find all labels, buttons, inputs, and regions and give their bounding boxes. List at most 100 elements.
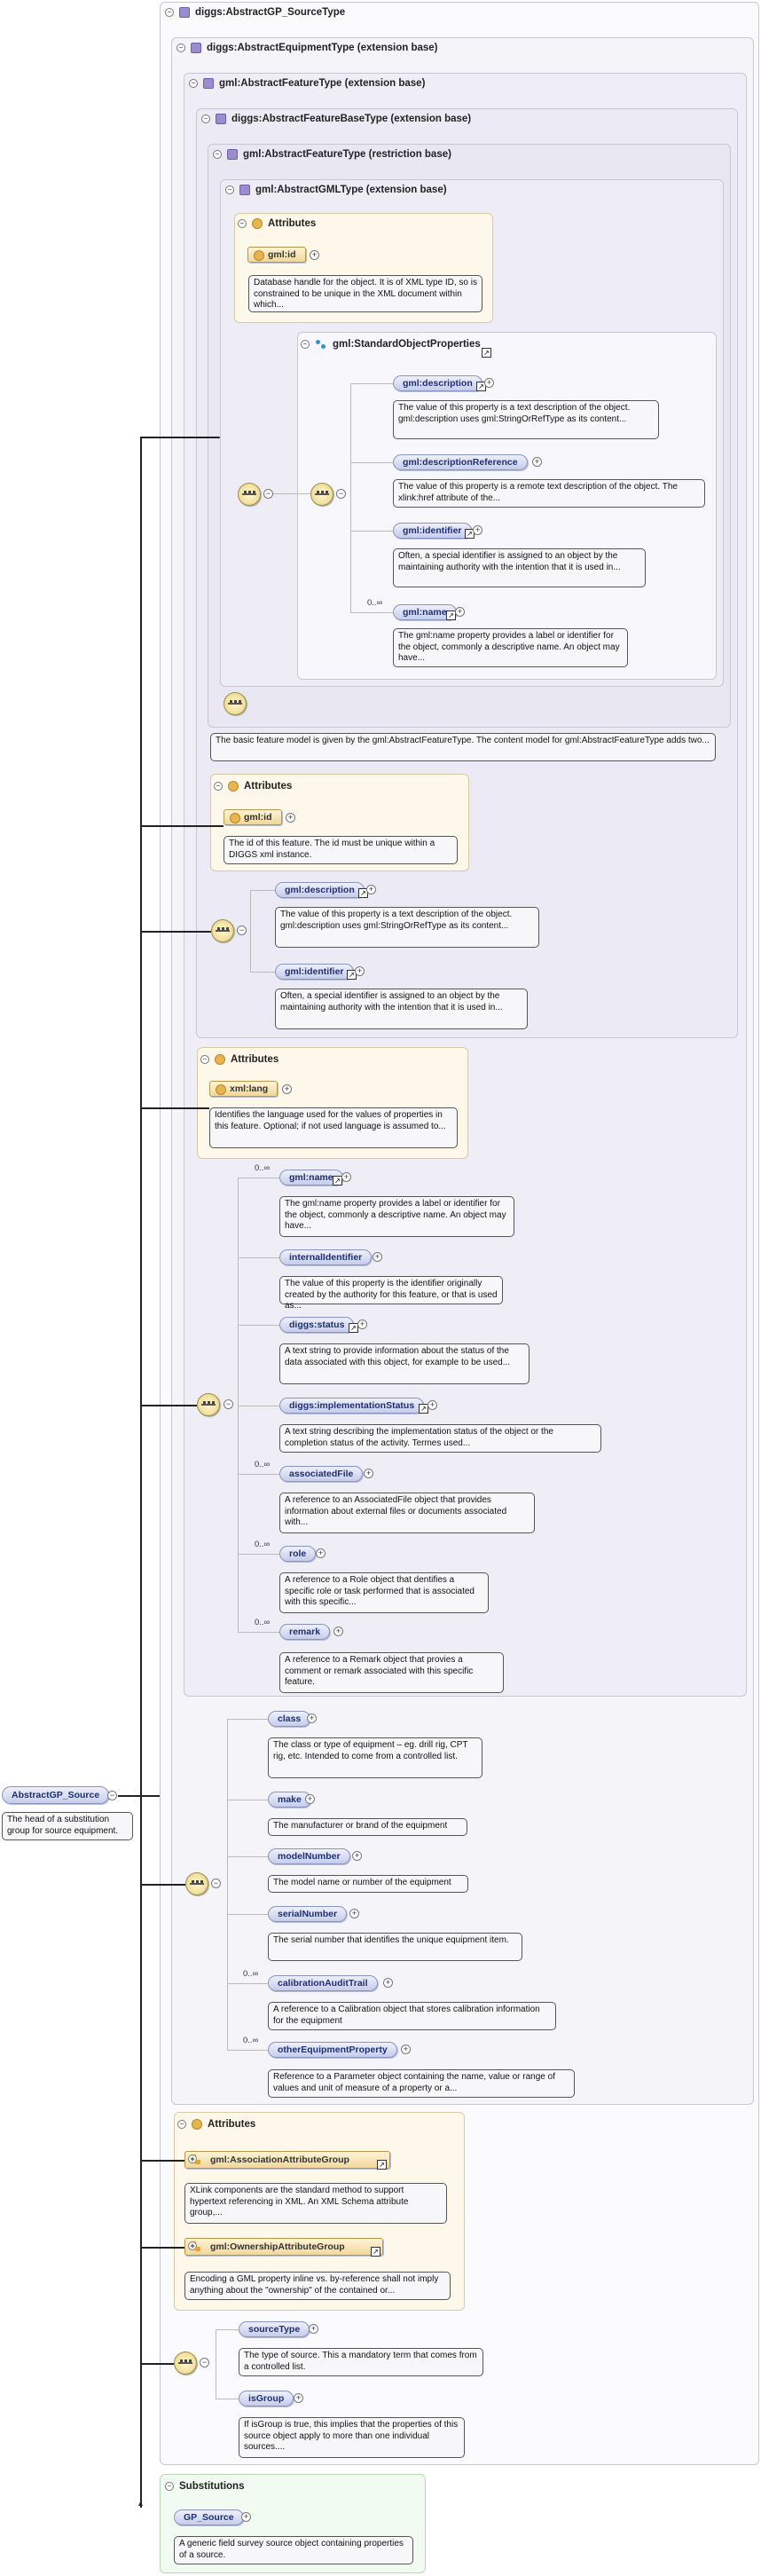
element-gml-identifier[interactable]: gml:identifier — [393, 523, 472, 539]
type-icon — [203, 77, 214, 89]
expand-icon[interactable]: + — [532, 457, 542, 467]
collapse-icon[interactable]: − — [200, 2358, 209, 2367]
element-is-group[interactable]: isGroup — [239, 2391, 294, 2407]
expand-icon[interactable]: + — [341, 1172, 351, 1182]
type-header-source[interactable]: −diggs:AbstractGP_SourceType — [165, 5, 345, 20]
expand-icon[interactable]: + — [428, 1400, 437, 1410]
link-icon[interactable]: ↗ — [419, 1404, 428, 1414]
expand-icon[interactable]: + — [309, 2324, 318, 2334]
element-diggs-status[interactable]: diggs:status — [279, 1317, 355, 1333]
attributes-header[interactable]: −Attributes — [214, 779, 292, 793]
cardinality-label: 0..∞ — [255, 1540, 271, 1549]
connector — [227, 2050, 268, 2051]
element-gml-identifier[interactable]: gml:identifier — [275, 964, 354, 980]
expand-icon[interactable]: + — [241, 2512, 251, 2522]
attribute-desc: XLink components are the standard method… — [184, 2183, 447, 2224]
branch-line — [140, 1405, 197, 1406]
element-associated-file[interactable]: associatedFile — [279, 1466, 364, 1482]
expand-icon[interactable]: + — [473, 525, 482, 535]
expand-icon[interactable]: + — [286, 813, 295, 823]
connector — [238, 1632, 279, 1633]
link-icon[interactable]: ↗ — [482, 348, 491, 358]
group-header-standard-props[interactable]: −gml:StandardObjectProperties — [301, 337, 481, 351]
element-gml-description-reference[interactable]: gml:descriptionReference — [393, 454, 528, 470]
collapse-icon[interactable]: − — [336, 489, 346, 499]
expand-icon[interactable]: + — [355, 966, 365, 976]
element-make[interactable]: make — [268, 1792, 311, 1808]
type-header-feature-base[interactable]: −diggs:AbstractFeatureBaseType (extensio… — [201, 112, 471, 126]
element-internal-identifier[interactable]: internalIdentifier — [279, 1249, 373, 1265]
expand-icon[interactable]: + — [307, 1713, 317, 1723]
expand-icon[interactable]: + — [305, 1794, 315, 1804]
collapse-icon[interactable]: − — [211, 1879, 221, 1888]
connector — [227, 1719, 268, 1720]
element-gml-description[interactable]: gml:description — [393, 375, 482, 391]
expand-icon[interactable]: + — [455, 607, 465, 617]
attribute-gml-id[interactable]: gml:id — [247, 247, 306, 263]
expand-icon[interactable]: + — [352, 1851, 362, 1861]
attributes-header[interactable]: −Attributes — [200, 1052, 279, 1067]
collapse-icon[interactable]: − — [107, 1791, 117, 1800]
branch-line — [140, 2363, 174, 2365]
expand-icon[interactable]: + — [357, 1320, 367, 1329]
expand-icon[interactable]: + — [282, 1084, 292, 1094]
element-desc: Reference to a Parameter object containi… — [268, 2069, 575, 2098]
collapse-icon[interactable]: − — [237, 926, 247, 935]
connector — [350, 383, 351, 612]
attribute-gml-id[interactable]: gml:id — [224, 809, 282, 825]
branch-line — [140, 825, 224, 827]
branch-line — [140, 1884, 185, 1886]
attribute-icon — [228, 780, 239, 792]
link-icon[interactable]: ↗ — [349, 1323, 358, 1333]
element-model-number[interactable]: modelNumber — [268, 1848, 350, 1864]
type-header-gml-gml[interactable]: −gml:AbstractGMLType (extension base) — [225, 183, 447, 197]
element-desc: The class or type of equipment – eg. dri… — [268, 1737, 482, 1778]
expand-icon[interactable]: + — [373, 1252, 382, 1262]
type-header-gml-feature[interactable]: −gml:AbstractFeatureType (restriction ba… — [213, 147, 451, 161]
link-icon[interactable]: ↗ — [371, 2247, 380, 2257]
type-icon — [179, 6, 190, 18]
link-icon[interactable]: ↗ — [377, 2160, 387, 2170]
expand-icon[interactable]: + — [188, 2241, 197, 2250]
element-source-type[interactable]: sourceType — [239, 2321, 310, 2337]
element-gp-source[interactable]: GP_Source — [174, 2509, 244, 2525]
expand-icon[interactable]: + — [310, 250, 319, 260]
expand-icon[interactable]: + — [401, 2044, 411, 2054]
element-remark[interactable]: remark — [279, 1624, 331, 1640]
element-calibration-audit-trail[interactable]: calibrationAuditTrail — [268, 1975, 378, 1991]
attribute-group-ownership[interactable]: + gml:OwnershipAttributeGroup — [184, 2238, 383, 2256]
element-desc: Often, a special identifier is assigned … — [393, 548, 646, 587]
type-header-equip[interactable]: −diggs:AbstractEquipmentType (extension … — [177, 41, 438, 55]
expand-icon[interactable]: + — [316, 1548, 326, 1558]
expand-icon[interactable]: + — [188, 2155, 197, 2163]
link-icon[interactable]: ↗ — [333, 1176, 342, 1186]
expand-icon[interactable]: + — [484, 378, 494, 388]
expand-icon[interactable]: + — [349, 1909, 359, 1918]
expand-icon[interactable]: + — [366, 885, 376, 894]
attribute-desc: Database handle for the object. It is of… — [248, 275, 482, 312]
attribute-group-association[interactable]: + gml:AssociationAttributeGroup — [184, 2151, 390, 2169]
expand-icon[interactable]: + — [294, 2393, 303, 2403]
collapse-icon[interactable]: − — [263, 489, 273, 499]
expand-icon[interactable]: + — [364, 1469, 373, 1478]
connector — [238, 1178, 239, 1632]
type-header-feature[interactable]: −gml:AbstractFeatureType (extension base… — [189, 76, 425, 91]
element-role[interactable]: role — [279, 1546, 317, 1562]
attribute-xml-lang[interactable]: xml:lang — [209, 1081, 279, 1097]
element-desc: The model name or number of the equipmen… — [268, 1875, 468, 1893]
element-diggs-implementation-status[interactable]: diggs:implementationStatus — [279, 1398, 425, 1414]
expand-icon[interactable]: + — [383, 1978, 393, 1988]
element-serial-number[interactable]: serialNumber — [268, 1906, 348, 1922]
sequence-icon — [211, 919, 234, 942]
link-icon[interactable]: ↗ — [446, 611, 456, 620]
attributes-header[interactable]: −Attributes — [177, 2117, 255, 2131]
element-class[interactable]: class — [268, 1711, 311, 1727]
attributes-header[interactable]: −Attributes — [238, 217, 316, 231]
attribute-icon — [252, 217, 263, 229]
expand-icon[interactable]: + — [333, 1627, 343, 1636]
element-other-equipment-property[interactable]: otherEquipmentProperty — [268, 2042, 397, 2058]
collapse-icon[interactable]: − — [224, 1399, 233, 1409]
element-gml-description[interactable]: gml:description — [275, 882, 365, 898]
substitutions-header[interactable]: −Substitutions — [165, 2479, 244, 2493]
root-element[interactable]: AbstractGP_Source — [2, 1786, 110, 1804]
